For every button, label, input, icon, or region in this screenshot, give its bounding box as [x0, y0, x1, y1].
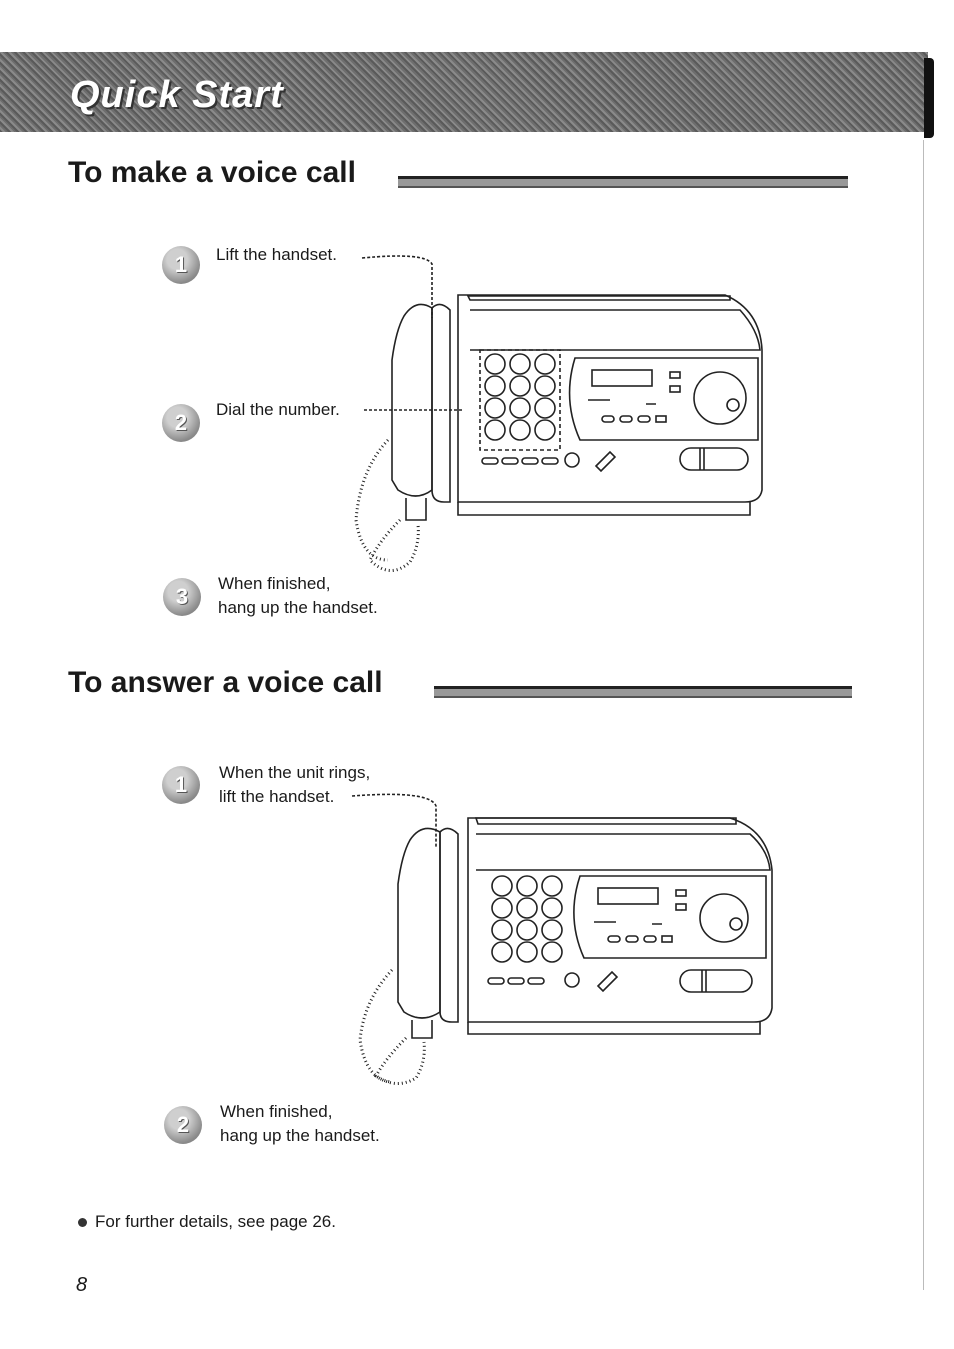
step-text: When finished, hang up the handset. [218, 574, 378, 617]
banner-title: Quick Start [70, 74, 284, 116]
section-heading-make-call: To make a voice call [68, 156, 356, 189]
step-number-badge-icon: 1 [162, 766, 200, 804]
bullet-icon [78, 1218, 87, 1228]
step-text: When finished, hang up the handset. [220, 1102, 380, 1145]
page-edge-line [923, 140, 924, 1290]
step-number-badge-icon: 1 [162, 246, 200, 284]
quick-start-banner: Quick Start [0, 52, 934, 138]
step-number-badge-icon: 3 [163, 578, 201, 616]
step-number-badge-icon: 2 [164, 1106, 202, 1144]
step-text: When the unit rings, lift the handset. [219, 763, 371, 806]
fax-machine-icon [354, 255, 763, 572]
section-heading-answer-call: To answer a voice call [68, 666, 383, 699]
section-rule [398, 176, 848, 188]
fax-machine-icon [351, 793, 773, 1085]
step-number-badge-icon: 2 [162, 404, 200, 442]
section-rule [434, 686, 852, 698]
further-details-note: For further details, see page 26. [78, 1212, 336, 1232]
page-number: 8 [76, 1274, 88, 1296]
step-text: Dial the number. [216, 400, 340, 419]
step-text: Lift the handset. [216, 245, 337, 264]
